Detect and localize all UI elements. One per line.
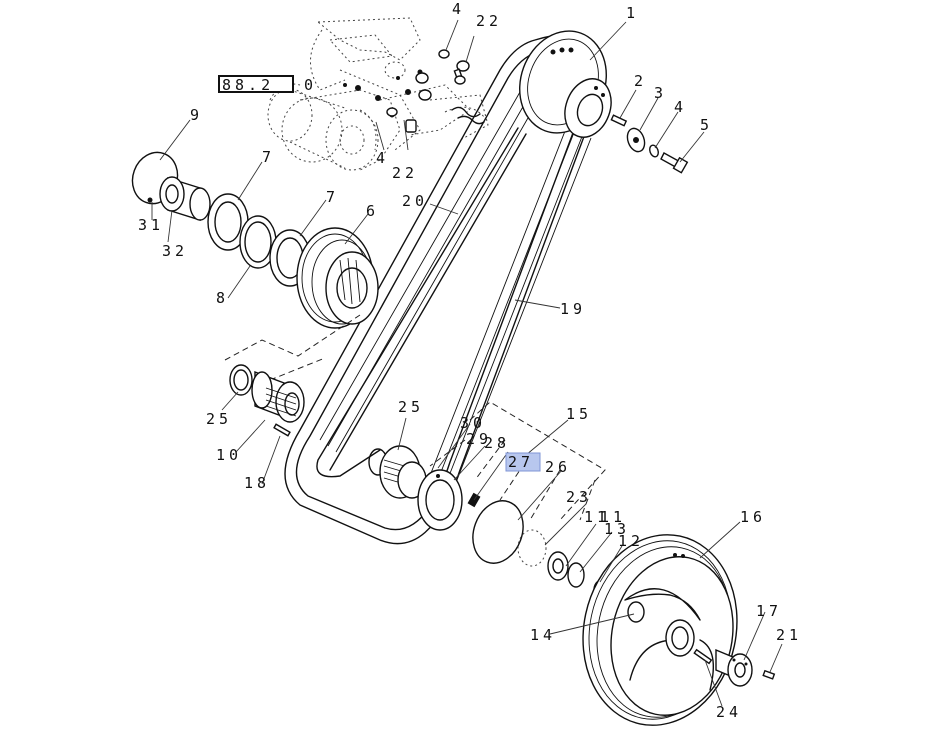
lower-left-hub: [229, 364, 305, 437]
callout-32[interactable]: 32: [162, 242, 188, 260]
callout-15[interactable]: 15: [566, 405, 592, 423]
callout-labels: 88.2 0 4 22 1 2 3 4 5 9 7 4 22 7 20 6 31…: [138, 0, 802, 721]
callout-29[interactable]: 29: [466, 430, 492, 448]
callout-21[interactable]: 21: [776, 626, 802, 644]
callout-16[interactable]: 16: [740, 508, 766, 526]
callout-13[interactable]: 13: [604, 520, 630, 538]
right-hub-set: [693, 648, 776, 687]
callout-14[interactable]: 14: [530, 626, 556, 644]
bolt-washer-set-top: [386, 49, 470, 133]
callout-12[interactable]: 12: [618, 532, 644, 550]
callout-11-a[interactable]: 11: [584, 508, 610, 526]
callout-11-b[interactable]: 11: [600, 508, 626, 526]
upper-fastener-set: [610, 114, 689, 174]
reference-box-label[interactable]: 88.2: [222, 76, 274, 94]
callout-17[interactable]: 17: [756, 602, 782, 620]
callout-27-highlight: [505, 452, 541, 472]
upper-pulley: [519, 30, 612, 138]
reference-assembly: [267, 17, 489, 171]
leader-lines: [151, 19, 783, 707]
callout-26[interactable]: 26: [545, 458, 571, 476]
callout-20[interactable]: 20: [402, 192, 428, 210]
callout-28[interactable]: 28: [484, 434, 510, 452]
callout-7-left[interactable]: 7: [262, 148, 275, 166]
callout-25-mid[interactable]: 25: [398, 398, 424, 416]
callout-5[interactable]: 5: [700, 116, 713, 134]
reference-box-frame: [218, 75, 294, 93]
callout-27[interactable]: 27: [508, 453, 534, 471]
callout-18[interactable]: 18: [244, 474, 270, 492]
callout-31[interactable]: 31: [138, 216, 164, 234]
callout-1[interactable]: 1: [626, 4, 639, 22]
callout-30[interactable]: 30: [460, 414, 486, 432]
callout-9[interactable]: 9: [190, 106, 203, 124]
reference-box-suffix: 0: [304, 76, 317, 94]
callout-4-right[interactable]: 4: [674, 98, 687, 116]
callout-19[interactable]: 19: [560, 300, 586, 318]
callout-25-left[interactable]: 25: [206, 410, 232, 428]
callout-4-mid[interactable]: 4: [376, 149, 389, 167]
callout-22-mid[interactable]: 22: [392, 164, 418, 182]
callout-6[interactable]: 6: [366, 202, 379, 220]
dashed-guides: [224, 314, 606, 521]
callout-22-top[interactable]: 22: [476, 12, 502, 30]
callout-24[interactable]: 24: [716, 703, 742, 721]
callout-8[interactable]: 8: [216, 289, 229, 307]
callout-2[interactable]: 2: [634, 72, 647, 90]
callout-7-right[interactable]: 7: [326, 188, 339, 206]
callout-23[interactable]: 23: [566, 488, 592, 506]
callout-3[interactable]: 3: [654, 84, 667, 102]
callout-4-top[interactable]: 4: [452, 0, 465, 18]
left-hub-assembly: [131, 151, 379, 329]
large-pulley: [582, 534, 738, 726]
callout-10[interactable]: 10: [216, 446, 242, 464]
